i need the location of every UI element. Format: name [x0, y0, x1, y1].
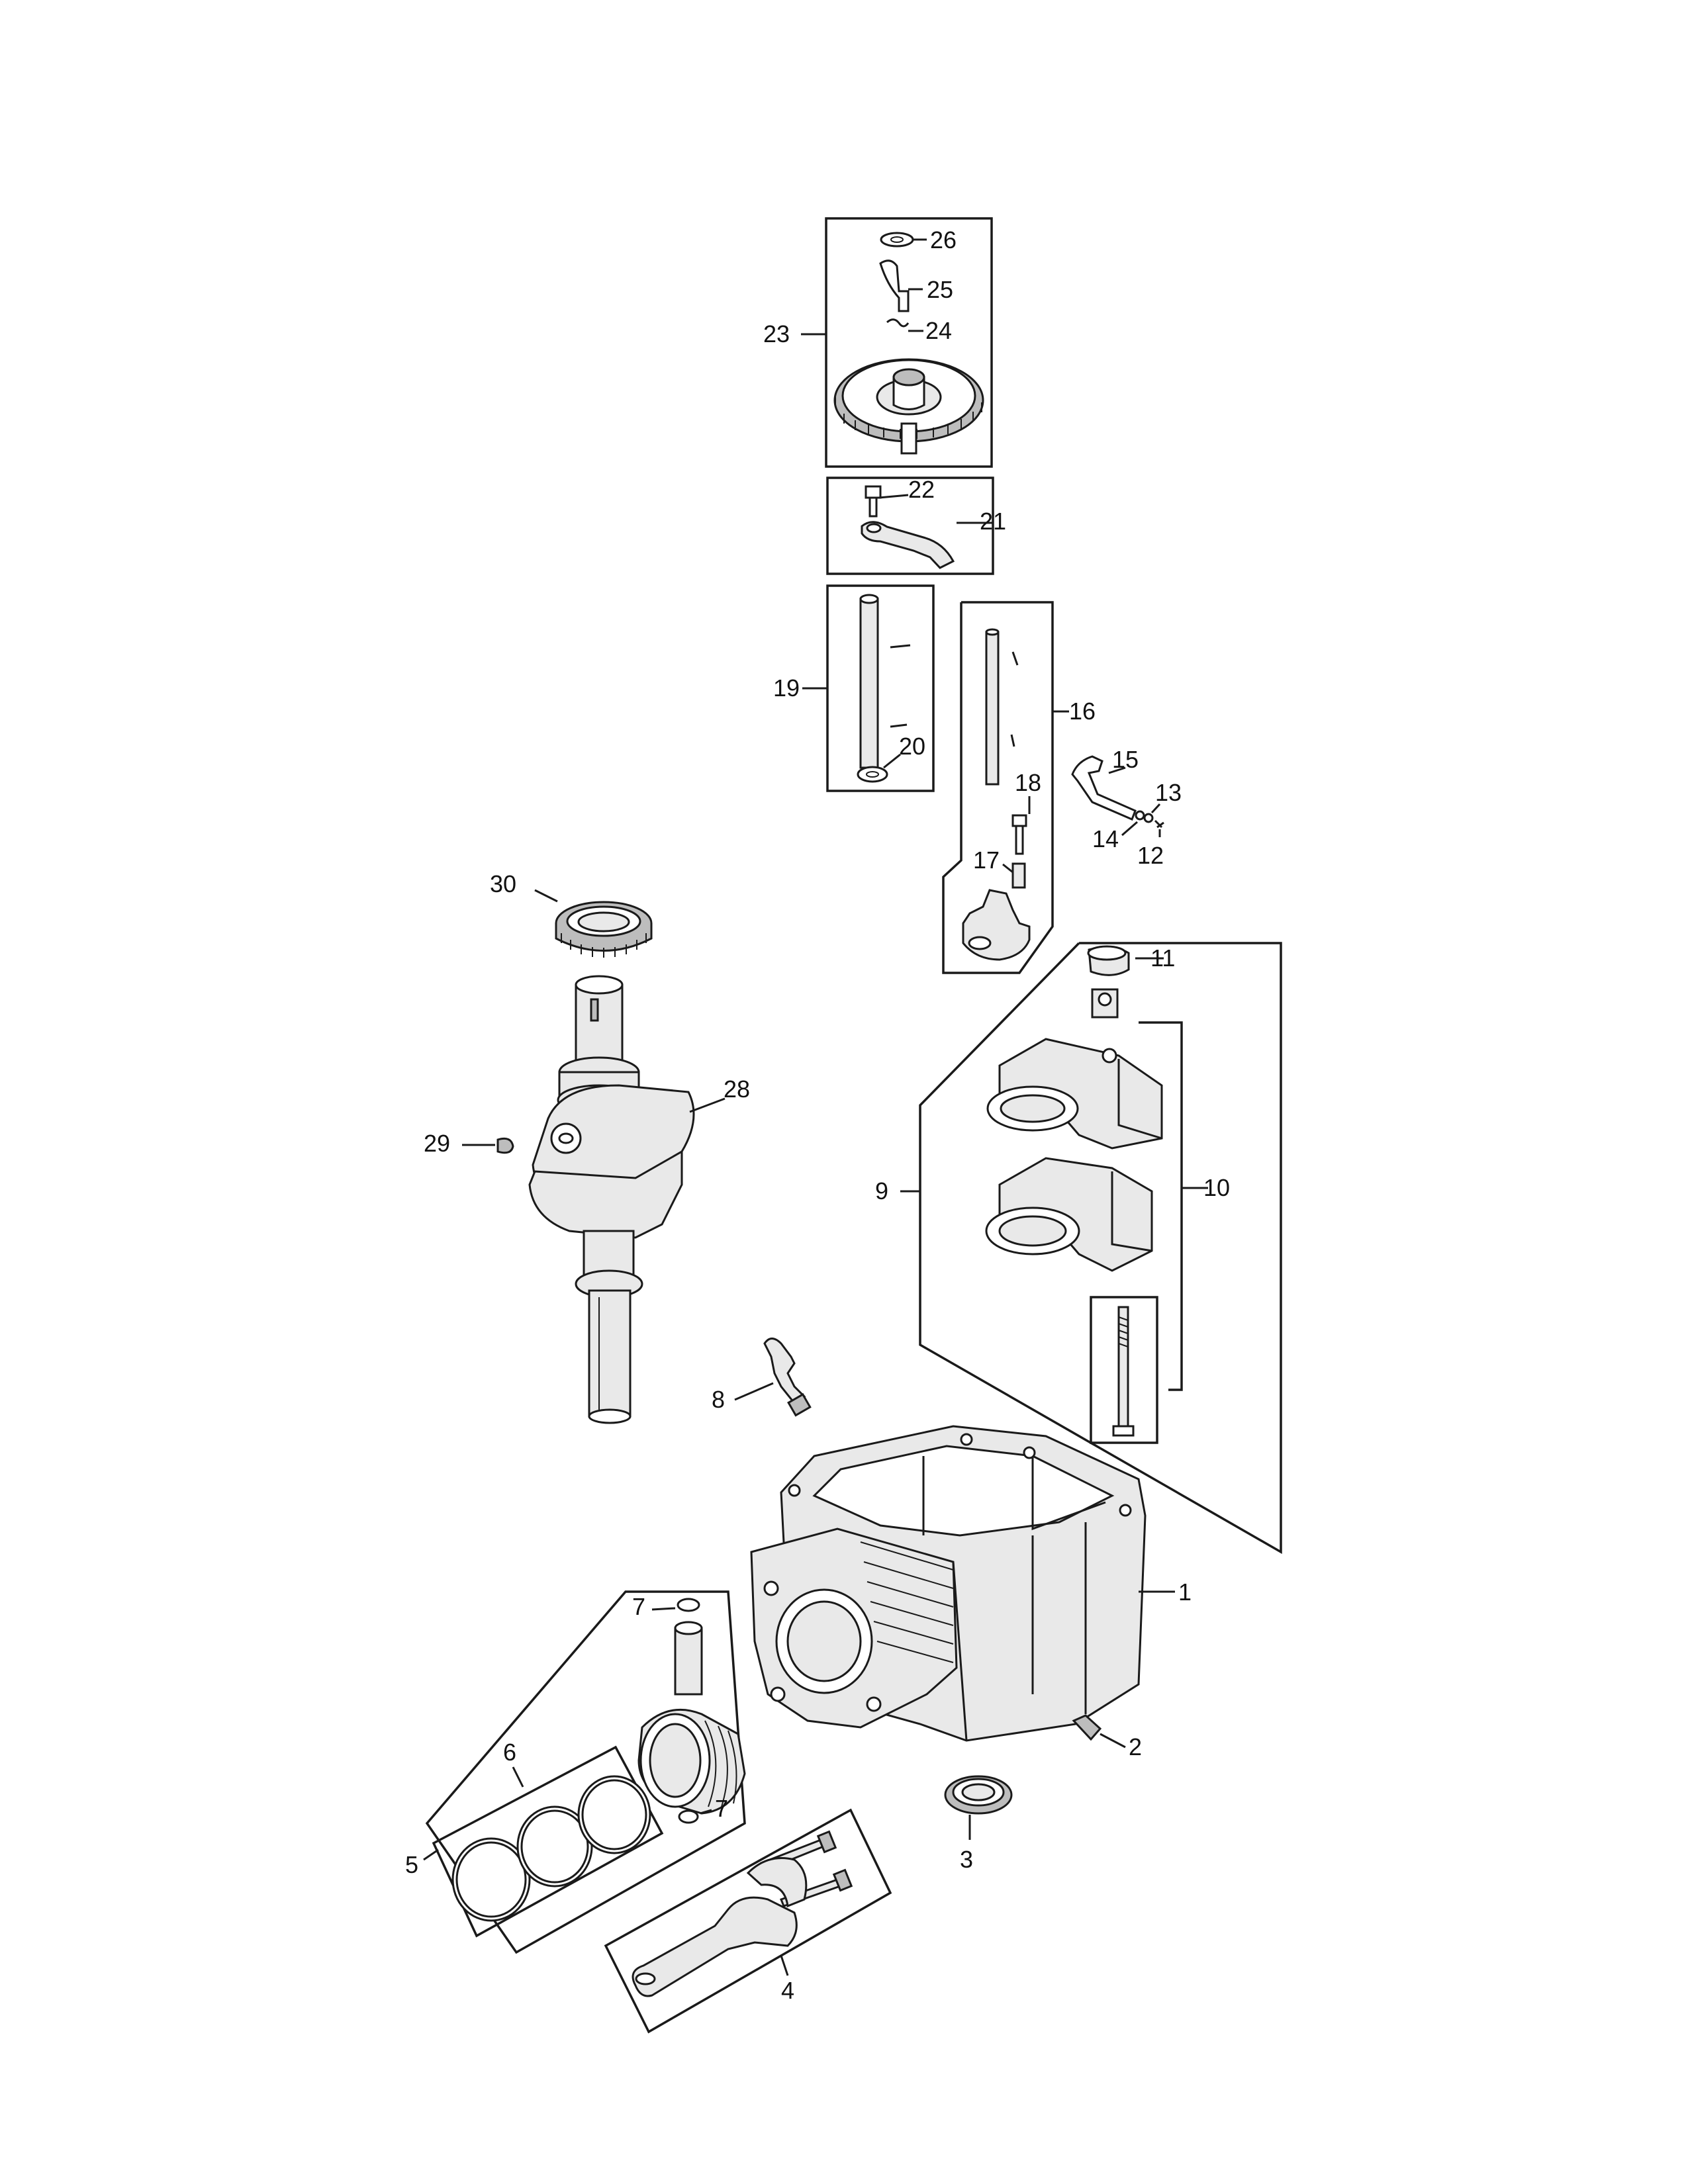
- washer-part: [880, 232, 914, 248]
- callout-1: 1: [1178, 1578, 1192, 1606]
- callout-17: 17: [973, 846, 1000, 874]
- callout-11: 11: [1150, 944, 1175, 972]
- washer-small-part: [1143, 813, 1154, 823]
- clip-part: [1154, 819, 1164, 829]
- oil-seal-part: [944, 1775, 1013, 1815]
- shaft-washer-part: [857, 766, 888, 783]
- bolt-part: [865, 485, 882, 518]
- breather-tube-part: [763, 1338, 806, 1405]
- callout-9: 9: [875, 1177, 888, 1205]
- screw-part: [1011, 814, 1027, 855]
- callout-18: 18: [1015, 769, 1041, 796]
- callout-26: 26: [930, 226, 957, 253]
- callout-20: 20: [899, 733, 925, 760]
- callout-19: 19: [773, 674, 800, 702]
- callout-6: 6: [503, 1739, 516, 1766]
- crankcase-part: [750, 1425, 1147, 1742]
- o-ring-part: [1135, 810, 1145, 821]
- circlip-upper-part: [677, 1598, 700, 1612]
- callout-4: 4: [781, 1977, 794, 2004]
- callout-15: 15: [1112, 746, 1139, 773]
- callout-7a: 7: [632, 1593, 645, 1620]
- governor-cup-part: [879, 259, 910, 312]
- piston-part: [637, 1708, 746, 1815]
- bracket-base-part: [962, 889, 1031, 961]
- drain-plug-part: [1072, 1714, 1102, 1741]
- upper-bearing-housing-part: [986, 1038, 1163, 1150]
- governor-gear-assembly-box: [825, 217, 993, 468]
- piston-pin-part: [674, 1627, 703, 1696]
- connecting-rod-box: [604, 1808, 892, 2034]
- governor-shaft-box: [826, 584, 935, 792]
- crankshaft-gear-part: [555, 901, 653, 958]
- callout-3: 3: [960, 1846, 973, 1873]
- callout-16: 16: [1069, 698, 1096, 725]
- crankshaft-part: [528, 975, 695, 1424]
- rod-bolts-part: [759, 1830, 853, 1907]
- callout-10: 10: [1203, 1174, 1230, 1201]
- callout-30: 30: [490, 870, 516, 897]
- governor-gear-part: [833, 358, 984, 455]
- rod-part: [985, 631, 1000, 786]
- pin-part: [1011, 862, 1026, 889]
- callout-12: 12: [1137, 842, 1164, 869]
- bearing-cap-assembly-box: [919, 942, 1282, 1555]
- governor-arm-box: [826, 477, 994, 575]
- circlip-lower-part: [678, 1809, 699, 1824]
- callout-7b: 7: [715, 1795, 728, 1822]
- callout-14: 14: [1092, 825, 1119, 852]
- lower-bearing-housing-part: [985, 1157, 1153, 1272]
- bracket-assembly-box: [942, 601, 1054, 974]
- callout-29: 29: [424, 1130, 450, 1157]
- callout-23: 23: [763, 320, 790, 347]
- piston-assembly-box: [425, 1590, 746, 1954]
- callout-22: 22: [908, 476, 935, 503]
- callout-24: 24: [925, 317, 952, 344]
- connecting-rod-part: [632, 1857, 808, 1997]
- retaining-clip-part: [886, 318, 910, 328]
- woodruff-key-part: [496, 1137, 514, 1154]
- shaft-part: [859, 598, 879, 769]
- lever-part: [1071, 755, 1137, 821]
- callout-8: 8: [712, 1386, 725, 1413]
- piston-rings-part: [451, 1775, 651, 1922]
- callout-21: 21: [980, 508, 1006, 535]
- callout-28: 28: [724, 1075, 750, 1103]
- governor-arm-part: [861, 521, 955, 569]
- callout-5: 5: [405, 1851, 418, 1878]
- throttle-lever-group: [1071, 755, 1164, 829]
- callout-25: 25: [927, 276, 953, 303]
- callout-13: 13: [1155, 779, 1182, 806]
- callout-2: 2: [1129, 1733, 1142, 1760]
